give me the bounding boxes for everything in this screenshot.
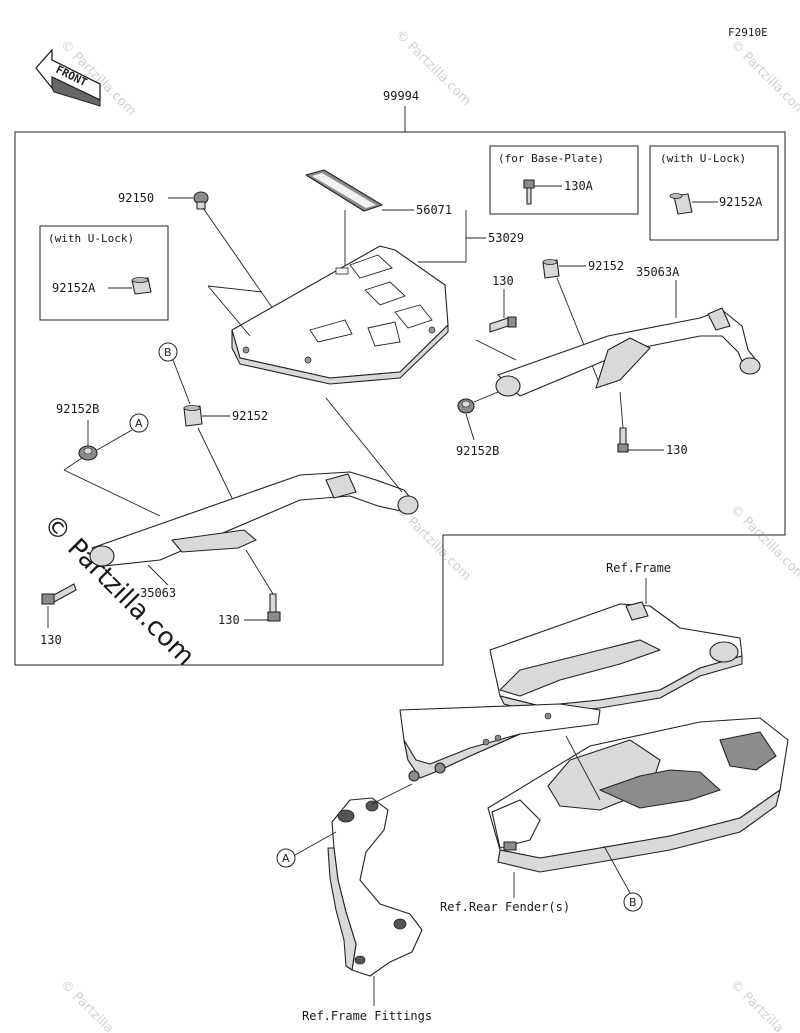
watermark-6: © Partzilla.com (57, 977, 139, 1033)
base-plate-box (489, 145, 639, 215)
part-53029: 53029 (488, 231, 524, 245)
base-plate-box-title: (for Base-Plate) (498, 152, 604, 165)
callout-a-top (129, 413, 149, 433)
u-lock-box-right-title: (with U-Lock) (660, 152, 746, 165)
spacer-92152-right-icon (542, 259, 560, 279)
label-56071-icon (305, 169, 383, 212)
watermark-5: © Partzilla.com (727, 502, 800, 584)
spacer-92152B-right-icon (457, 398, 475, 414)
ref-frame-fittings-label: Ref.Frame Fittings (302, 1009, 432, 1023)
frame-fittings-part (327, 797, 423, 977)
u-lock-box-right (649, 145, 779, 241)
bracket-35063 (89, 471, 419, 567)
bolt-icon (523, 179, 535, 205)
part-92152-left: 92152 (232, 409, 268, 423)
spacer-92152-left-icon (183, 405, 203, 427)
watermark-3: © Partzilla.com (727, 37, 800, 119)
callout-b-bottom-label: B (629, 896, 637, 909)
u-lock-box-left-title: (with U-Lock) (48, 232, 134, 245)
kit-number: 99994 (383, 89, 419, 103)
ref-frame-label: Ref.Frame (606, 561, 671, 575)
part-35063: 35063 (140, 586, 176, 600)
part-130-left: 130 (40, 633, 62, 647)
bolt-130-right-icon (617, 427, 629, 453)
part-130-bottom: 130 (218, 613, 240, 627)
part-130-top: 130 (492, 274, 514, 288)
bracket-35063A (495, 307, 761, 397)
callout-a-top-label: A (135, 417, 143, 430)
part-130A: 130A (564, 179, 594, 193)
callout-a-bottom-label: A (282, 852, 290, 865)
part-56071: 56071 (416, 203, 452, 217)
part-92152-right: 92152 (588, 259, 624, 273)
spacer-icon (669, 193, 693, 215)
frame-assembly (399, 601, 743, 782)
callout-a-bottom (276, 848, 296, 868)
u-lock-box-left (39, 225, 169, 321)
base-plate-53029 (231, 245, 449, 385)
callout-b-top-label: B (164, 346, 172, 359)
bolt-130-bottom-icon (267, 593, 281, 622)
bolt-130-top-icon (489, 316, 517, 333)
part-35063A: 35063A (636, 265, 680, 279)
diagram-code: F2910E (728, 26, 768, 39)
bolt-130-left-icon (41, 583, 77, 605)
callout-b-bottom (623, 892, 643, 912)
part-92152B-right: 92152B (456, 444, 499, 458)
ref-rear-fender-label: Ref.Rear Fender(s) (440, 900, 570, 914)
kit-outline (14, 131, 786, 666)
part-92152A-right: 92152A (719, 195, 763, 209)
part-92152A-left: 92152A (52, 281, 96, 295)
watermark-7: © Partzilla.com (727, 977, 800, 1033)
watermark-4: © Partzilla.com (392, 502, 474, 584)
part-92152B-left: 92152B (56, 402, 99, 416)
bolt-92150-icon (193, 191, 209, 210)
callout-b-top (158, 342, 178, 362)
rear-fender-assembly (487, 717, 789, 873)
spacer-icon (131, 277, 152, 295)
part-92150: 92150 (118, 191, 154, 205)
part-130-right: 130 (666, 443, 688, 457)
